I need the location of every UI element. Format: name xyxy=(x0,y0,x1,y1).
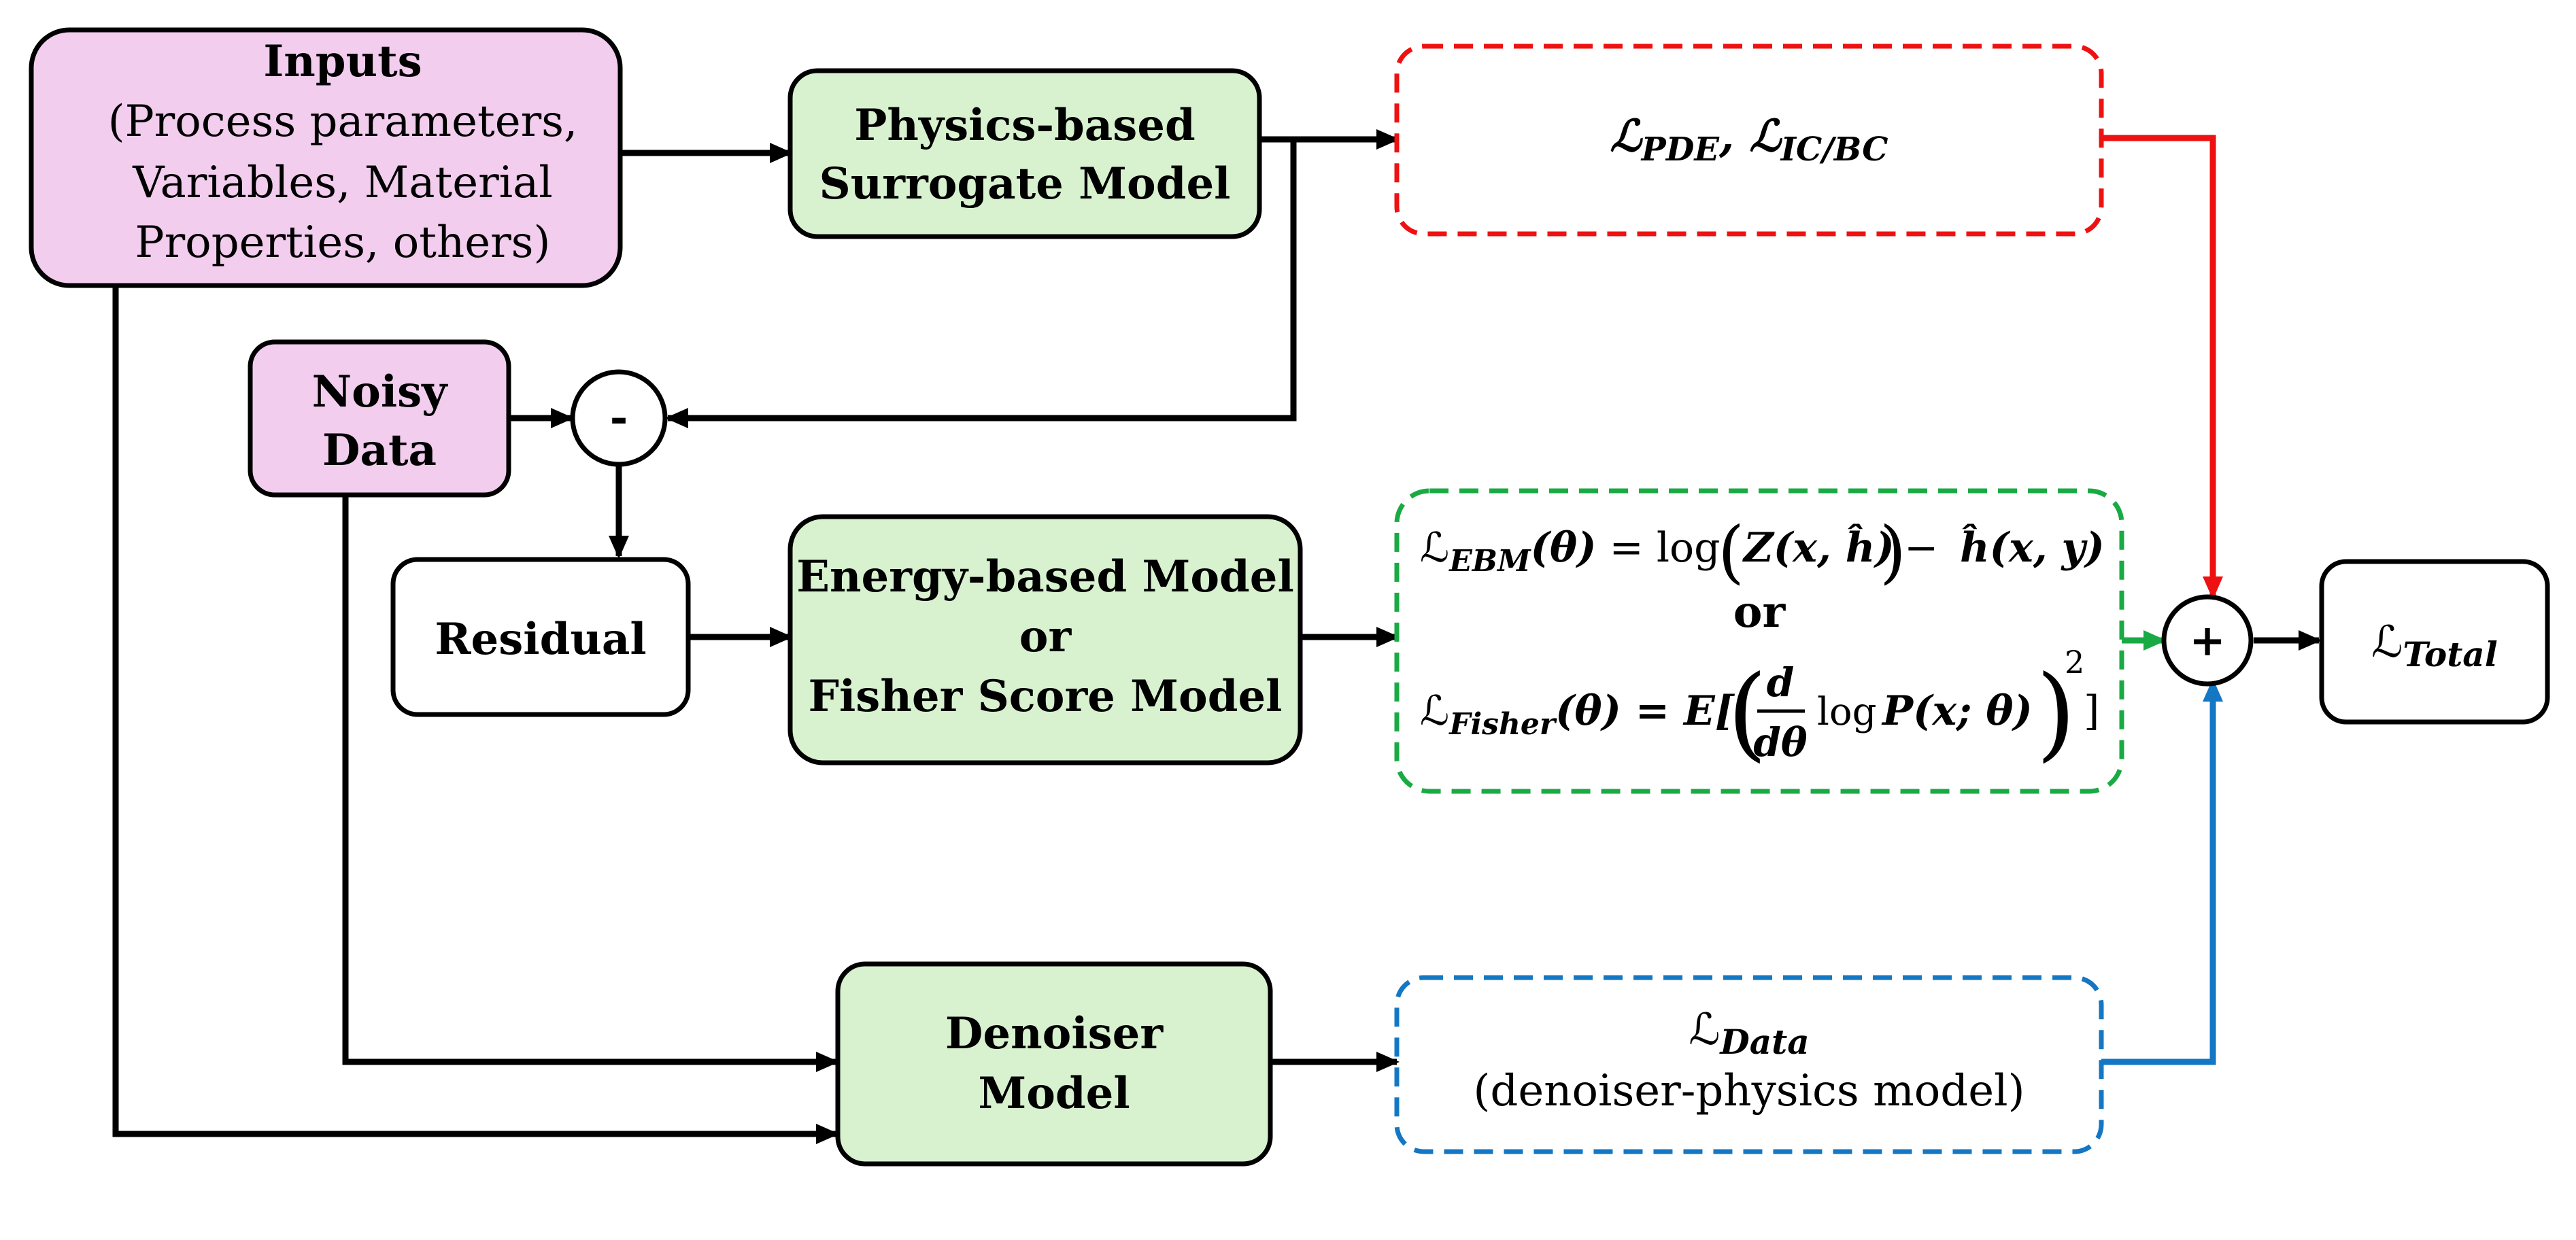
surrogate-line-2: Surrogate Model xyxy=(819,158,1231,209)
ebm-Z-term: Z(x, ĥ) xyxy=(1742,523,1895,572)
fisher-open-paren: ( xyxy=(1727,654,1767,772)
pde-loss-box: ℒPDE, ℒIC/BC xyxy=(1394,44,2104,237)
fisher-loss-equation: ℒFisher(θ) = E[ ( d dθ log P(x; θ) ) 2 ] xyxy=(1420,644,2099,772)
edge-inputs-to-denoiser xyxy=(112,284,839,1144)
energy-model-node: Energy-based Model or Fisher Score Model xyxy=(787,514,1303,765)
fisher-log: log xyxy=(1817,690,1876,734)
fisher-d-denominator: dθ xyxy=(1753,719,1808,765)
inputs-line-1: (Process parameters, xyxy=(108,97,578,147)
connectors xyxy=(112,129,2322,1144)
noisy-data-line-2: Data xyxy=(322,425,437,476)
inputs-line-3: Properties, others) xyxy=(135,218,551,268)
data-loss-label: ℒData xyxy=(1689,1005,1809,1062)
edge-noisy-to-denoiser xyxy=(342,495,839,1072)
edge-pde-loss-to-sum xyxy=(2101,135,2223,600)
ebm-loss-lhs: ℒEBM(θ) = log xyxy=(1420,524,1721,579)
fisher-exponent: 2 xyxy=(2065,644,2084,681)
loss-or-label: or xyxy=(1733,587,1786,638)
total-loss-node: ℒTotal xyxy=(2319,559,2550,725)
denoiser-line-2: Model xyxy=(978,1068,1130,1119)
noisy-data-line-1: Noisy xyxy=(312,366,449,417)
total-loss-label: ℒTotal xyxy=(2371,617,2497,674)
pde-loss-label: ℒPDE, ℒIC/BC xyxy=(1610,111,1888,169)
ebm-loss-equation: ℒEBM(θ) = log ( Z(x, ĥ) ) − ĥ(x, y) xyxy=(1420,512,2105,591)
energy-line-1: Energy-based Model xyxy=(796,551,1294,602)
inputs-title: Inputs xyxy=(263,36,422,87)
ebm-open-paren: ( xyxy=(1718,512,1744,591)
sum-junction: + xyxy=(2161,594,2254,687)
data-loss-description: (denoiser-physics model) xyxy=(1473,1066,2024,1116)
subtract-symbol: - xyxy=(610,392,628,443)
subtract-junction: - xyxy=(570,369,668,467)
ebm-h-term: ĥ(x, y) xyxy=(1960,523,2105,572)
fisher-loss-lhs: ℒFisher(θ) = E[ xyxy=(1420,687,1735,742)
fisher-d-numerator: d xyxy=(1767,659,1795,706)
fisher-P-term: P(x; θ) xyxy=(1881,687,2033,735)
ebm-minus: − xyxy=(1904,524,1938,572)
residual-node: Residual xyxy=(390,557,691,717)
sum-symbol: + xyxy=(2189,615,2226,666)
inputs-line-2: Variables, Material xyxy=(132,158,553,208)
edge-data-loss-to-sum xyxy=(2101,678,2223,1065)
noisy-data-node: Noisy Data xyxy=(248,339,511,498)
residual-label: Residual xyxy=(435,614,646,665)
data-loss-box: ℒData (denoiser-physics model) xyxy=(1394,975,2104,1154)
ebm-fisher-loss-box: ℒEBM(θ) = log ( Z(x, ĥ) ) − ĥ(x, y) or ℒ… xyxy=(1394,488,2124,794)
energy-line-2: or xyxy=(1019,611,1072,662)
energy-line-3: Fisher Score Model xyxy=(809,671,1283,722)
denoiser-model-node: Denoiser Model xyxy=(835,961,1273,1167)
edge-surrogate-to-subtract xyxy=(665,139,1297,428)
surrogate-line-1: Physics-based xyxy=(854,100,1195,151)
fisher-close-bracket: ] xyxy=(2084,687,2099,735)
ebm-close-paren: ) xyxy=(1880,512,1906,591)
fisher-close-paren: ) xyxy=(2036,654,2076,772)
inputs-node: Inputs (Process parameters, Variables, M… xyxy=(29,27,623,288)
surrogate-model-node: Physics-based Surrogate Model xyxy=(787,68,1262,239)
denoiser-line-1: Denoiser xyxy=(945,1008,1164,1059)
